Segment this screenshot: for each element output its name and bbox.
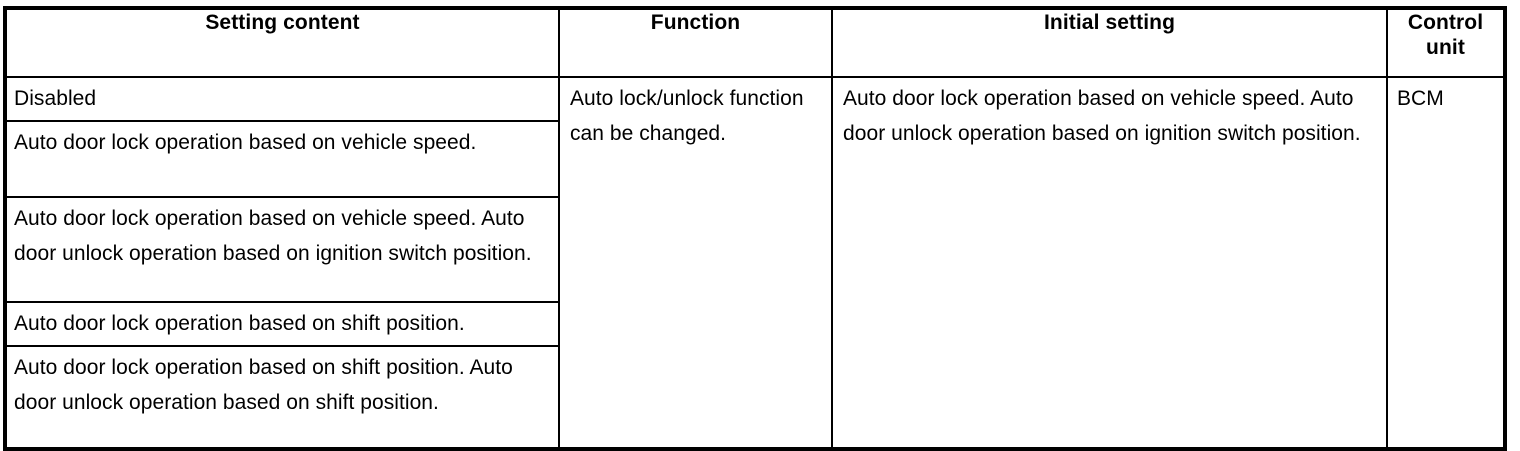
initial-setting-cell: Auto door lock operation based on vehicl… <box>831 76 1388 450</box>
setting-content-text-4: Auto door lock operation based on shift … <box>14 312 465 335</box>
setting-content-text-5: Auto door lock operation based on shift … <box>14 356 513 414</box>
function-text: Auto lock/unlock function can be changed… <box>570 87 804 145</box>
initial-setting-text: Auto door lock operation based on vehicl… <box>843 87 1361 145</box>
setting-content-cell-3: Auto door lock operation based on vehicl… <box>4 196 560 303</box>
column-header-function: Function <box>558 7 833 78</box>
table-header: Setting content Function Initial setting… <box>4 7 1506 78</box>
table-row: Disabled Auto lock/unlock function can b… <box>4 76 1506 450</box>
setting-content-cell-2: Auto door lock operation based on vehicl… <box>4 120 560 198</box>
column-header-control-unit-label-line2: unit <box>1426 36 1465 59</box>
table-header-row: Setting content Function Initial setting… <box>4 7 1506 78</box>
table-row: Auto door lock operation based on shift … <box>4 345 1505 450</box>
setting-content-cell-4: Auto door lock operation based on shift … <box>4 301 560 347</box>
column-header-setting-content-label: Setting content <box>205 11 360 34</box>
column-header-control-unit-label-line1: Control <box>1407 11 1484 34</box>
setting-content-cell-1: Disabled <box>4 76 560 122</box>
setting-content-cell-5: Auto door lock operation based on shift … <box>4 345 560 450</box>
table-row: Auto door lock operation based on vehicl… <box>4 120 1505 198</box>
control-unit-text: BCM <box>1397 87 1444 110</box>
table-body: Disabled Auto lock/unlock function can b… <box>4 76 1506 450</box>
function-cell: Auto lock/unlock function can be changed… <box>558 76 833 450</box>
table-row: Auto door lock operation based on vehicl… <box>4 196 1505 303</box>
setting-content-text-1: Disabled <box>14 87 97 110</box>
table-row: Auto door lock operation based on shift … <box>4 301 1505 347</box>
control-unit-cell: BCM <box>1386 76 1506 450</box>
column-header-initial-setting-label: Initial setting <box>1043 11 1175 34</box>
column-header-control-unit: Control unit <box>1386 7 1506 78</box>
column-header-function-label: Function <box>650 11 741 34</box>
column-header-initial-setting: Initial setting <box>831 7 1388 78</box>
settings-specification-table: Setting content Function Initial setting… <box>3 6 1507 451</box>
setting-content-text-3: Auto door lock operation based on vehicl… <box>14 207 532 265</box>
column-header-setting-content: Setting content <box>4 7 560 78</box>
setting-content-text-2: Auto door lock operation based on vehicl… <box>14 131 477 154</box>
